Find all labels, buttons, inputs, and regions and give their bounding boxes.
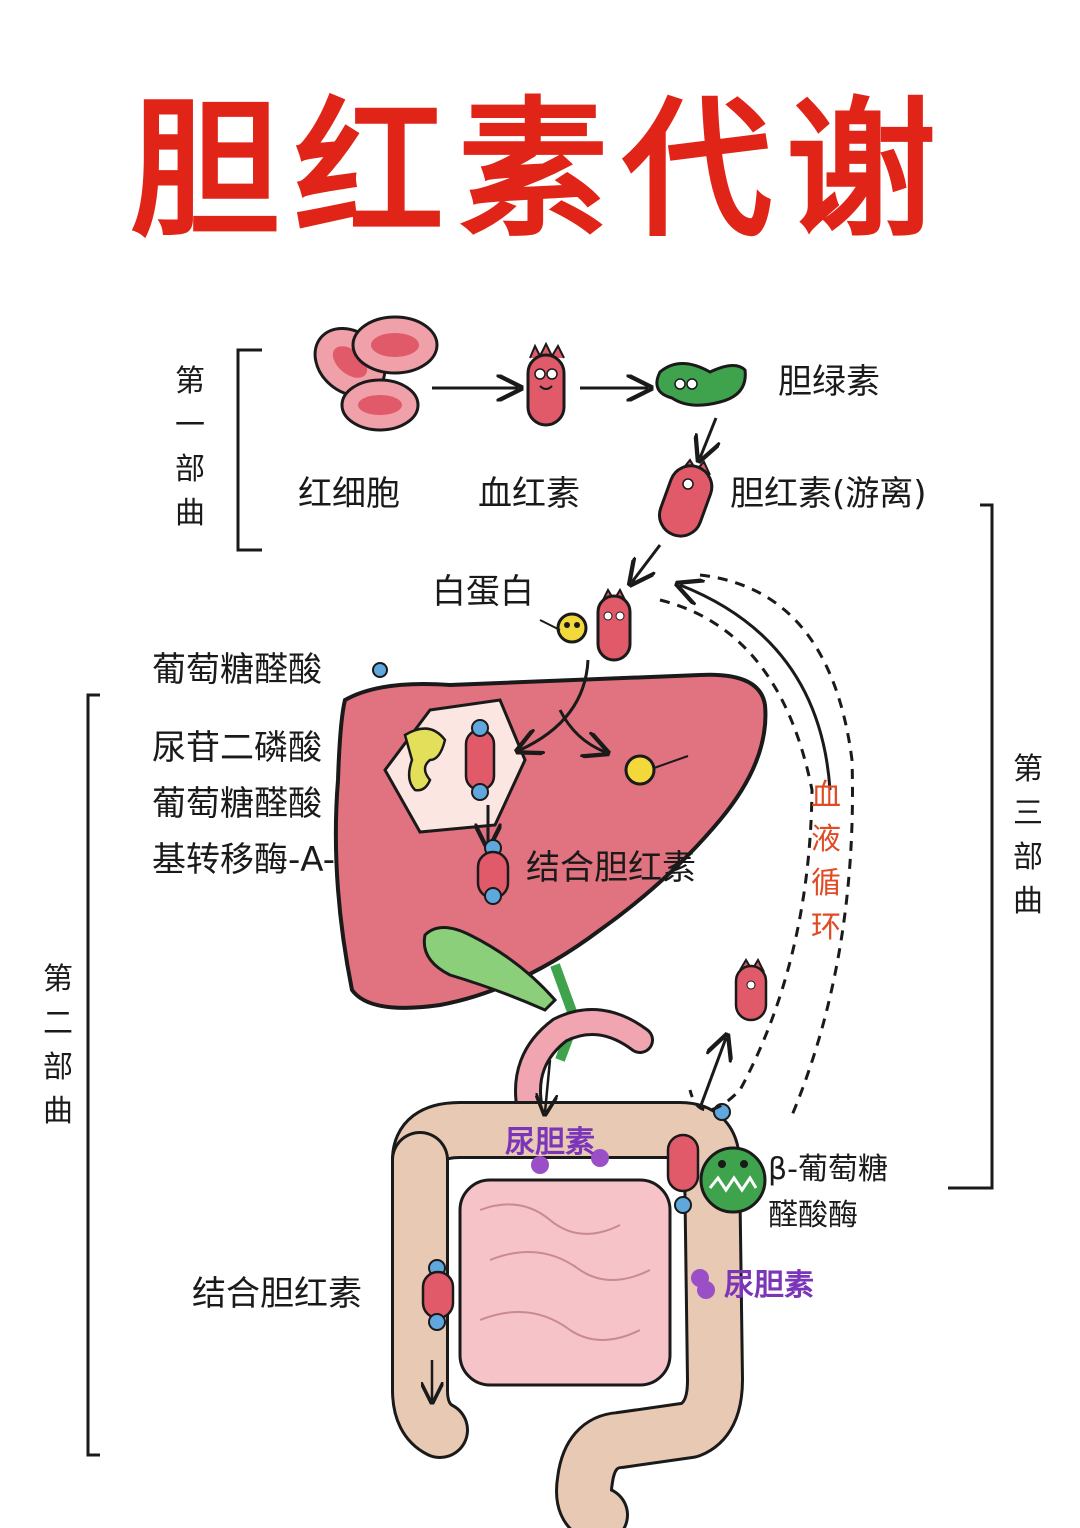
page-title: 胆红素代谢 [129, 82, 950, 258]
gut-bilirubin-icon [666, 1133, 700, 1214]
circulation-up-arrow [698, 1038, 726, 1109]
label-blood-circulation: 血 液 循 环 [811, 778, 841, 945]
section-first-label: 第 一 部 曲 [175, 364, 205, 531]
glucuronic-acid-dot [372, 662, 388, 678]
label-hemoglobin: 血红素 [478, 474, 580, 514]
label-rbc: 红细胞 [298, 474, 400, 514]
beta-glucuronidase-icon [699, 1146, 767, 1214]
label-free-bilirubin: 胆红素(游离) [730, 474, 927, 514]
hemoglobin-cell-icon [526, 341, 566, 427]
urobilinogen-right-icon [691, 1269, 715, 1299]
label-udp-line3: 基转移酶-A- [152, 840, 336, 880]
conjugated-bilirubin-gut-icon [421, 1259, 455, 1331]
label-beta-line1: β-葡萄糖 [768, 1152, 888, 1187]
arrow-free-albumin [558, 709, 605, 752]
label-glucuronic-acid: 葡萄糖醛酸 [152, 650, 322, 690]
label-urobilinogen-right: 尿胆素 [724, 1268, 814, 1303]
conjugated-bilirubin-liver-icon [476, 839, 510, 905]
small-intestine-icon [458, 1178, 672, 1387]
circulation-solid-arrow [680, 585, 832, 791]
label-biliverdin: 胆绿素 [778, 362, 880, 402]
bracket-second [86, 693, 100, 1457]
section-second-label: 第 二 部 曲 [43, 962, 73, 1129]
arrow-biliverdin-bilirubin [700, 417, 716, 458]
label-urobilinogen-top: 尿胆素 [505, 1125, 595, 1160]
arrow-duodenum-down [545, 1059, 550, 1112]
biliverdin-icon [655, 362, 747, 407]
bracket-third [948, 503, 994, 1190]
red-blood-cells-icon [313, 315, 439, 432]
arrow-albumin-release [520, 659, 590, 750]
circulation-dashed-outer [699, 573, 854, 1121]
circulating-bilirubin-icon [734, 957, 768, 1022]
liver-icon [333, 672, 768, 1010]
label-conjugated-liver: 结合胆红素 [526, 848, 696, 888]
free-albumin-icon [624, 754, 689, 786]
free-bilirubin-icon [658, 458, 714, 538]
label-udp-line2: 葡萄糖醛酸 [152, 784, 322, 824]
bracket-first [236, 348, 262, 552]
gallbladder-icon [422, 926, 558, 1012]
enzyme-complex-icon [403, 719, 496, 801]
label-conjugated-gut: 结合胆红素 [192, 1274, 362, 1314]
label-udp-line1: 尿苷二磷酸 [152, 728, 322, 768]
section-third-label: 第 三 部 曲 [1013, 752, 1043, 919]
arrow-bilirubin-albumin [632, 544, 662, 582]
urobilinogen-top-icon [531, 1149, 609, 1174]
albumin-complex-icon [539, 587, 632, 662]
label-albumin: 白蛋白 [432, 572, 534, 612]
label-beta-line2: 醛酸酶 [768, 1198, 858, 1233]
